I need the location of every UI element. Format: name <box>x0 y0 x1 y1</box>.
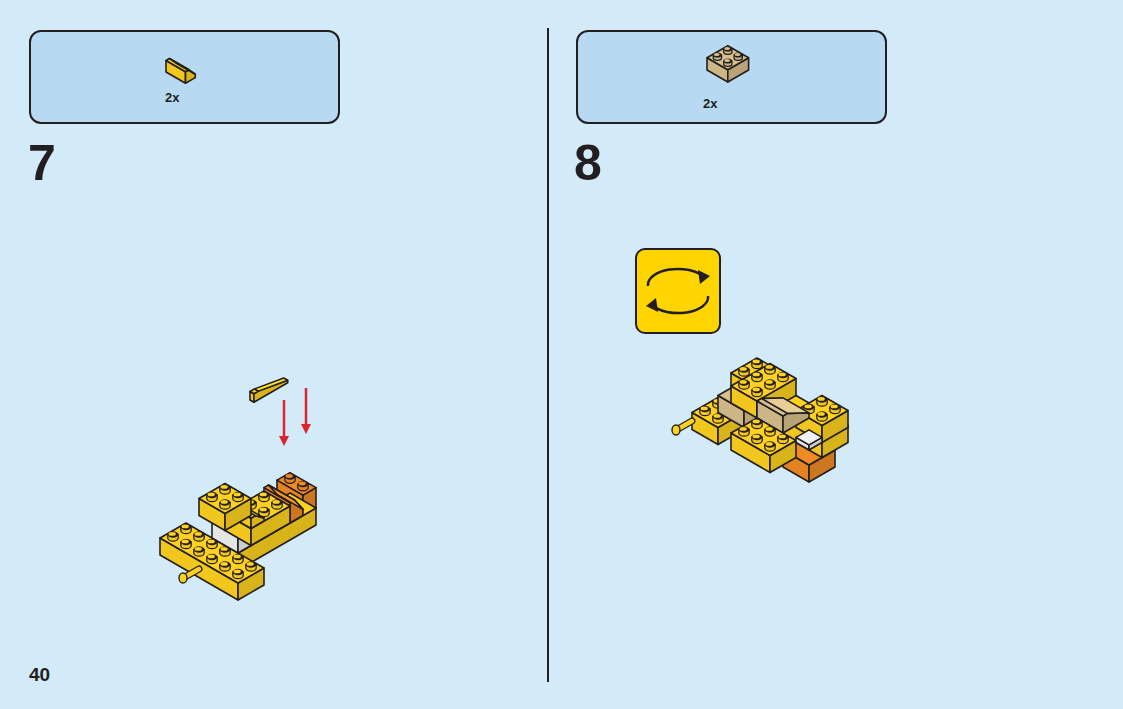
callout-fill <box>577 31 886 123</box>
step-number: 7 <box>28 138 56 188</box>
rotate-icon <box>636 249 720 333</box>
brick <box>199 484 251 531</box>
brick <box>225 491 290 546</box>
new-part <box>250 378 311 446</box>
brick <box>796 430 822 450</box>
slope-brick <box>250 378 288 402</box>
part-icon <box>707 46 749 82</box>
airplane-model <box>160 473 316 600</box>
slope-brick <box>166 59 195 84</box>
airplane-model <box>672 358 848 482</box>
callout-fill <box>30 31 339 123</box>
part-icon <box>166 59 195 84</box>
step-number: 8 <box>574 138 602 188</box>
part-count: 2x <box>165 91 179 104</box>
part-count: 2x <box>703 97 717 110</box>
part-callout: 2x <box>576 30 887 124</box>
part-callout: 2x <box>29 30 340 124</box>
page-number: 40 <box>29 665 50 684</box>
brick <box>707 46 749 82</box>
brick <box>731 418 796 473</box>
page-divider <box>547 28 549 682</box>
